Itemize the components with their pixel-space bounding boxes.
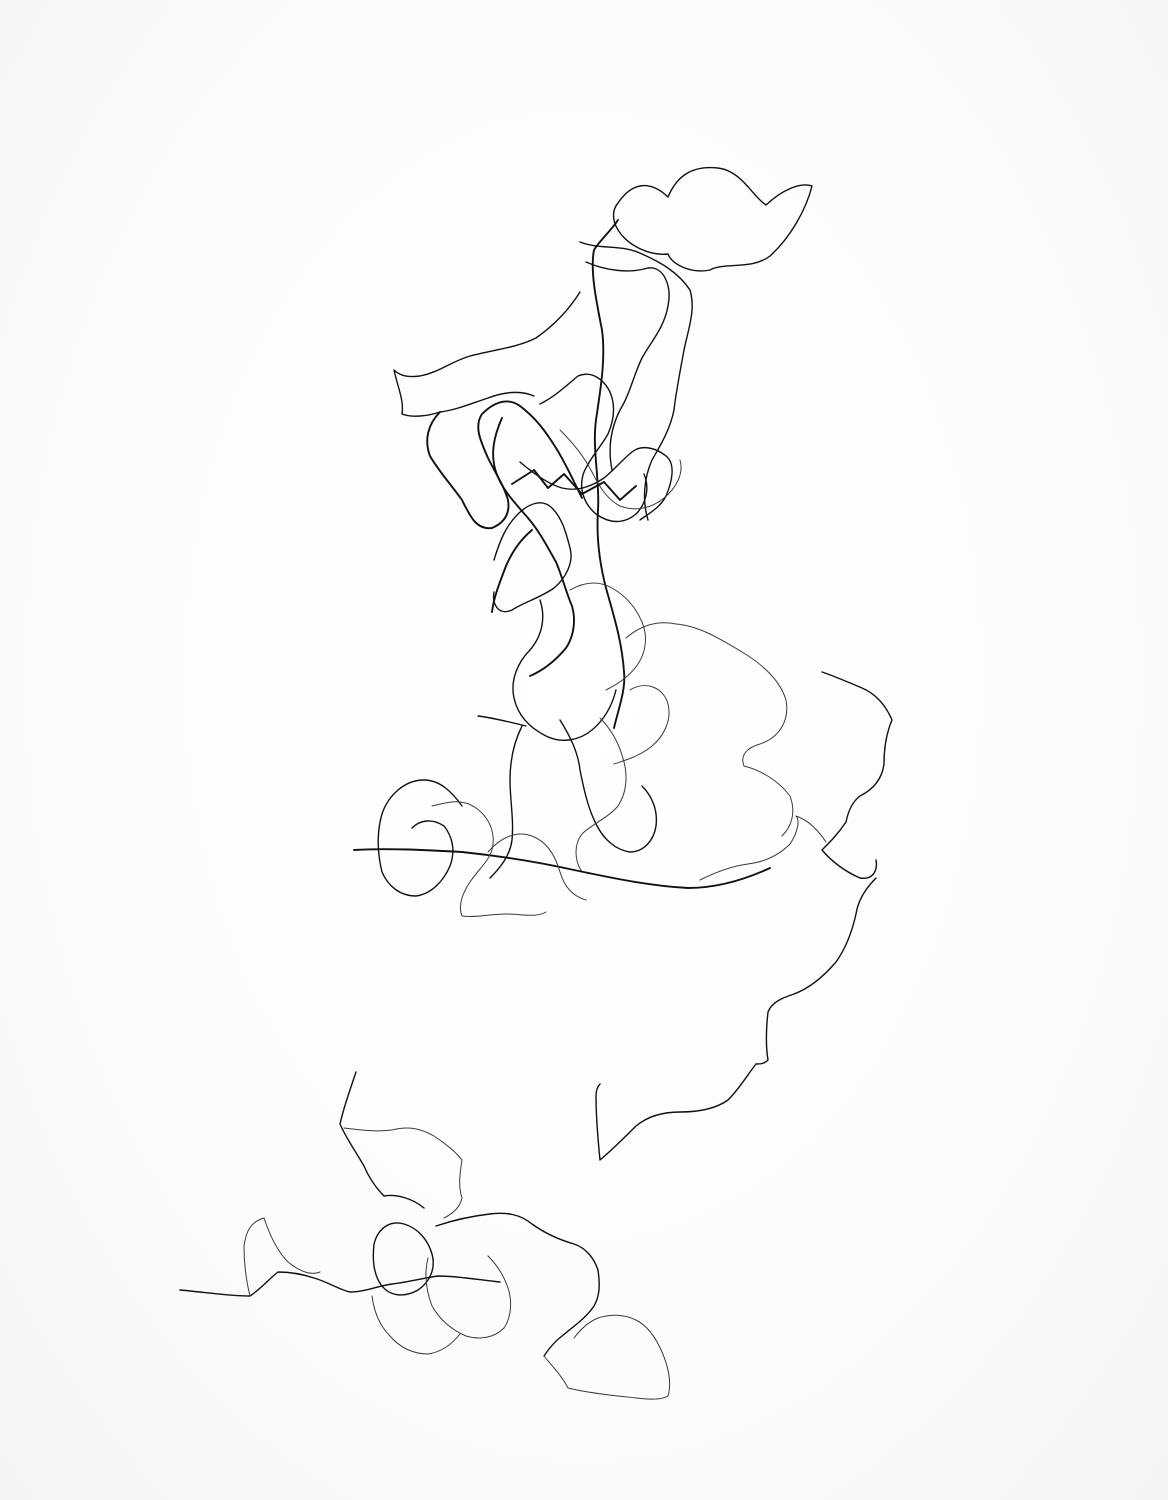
- right-tail-curve-2: [755, 877, 877, 1065]
- left-arm-stroke: [477, 715, 527, 879]
- left-loop-3: [487, 833, 587, 901]
- bottom-left-loop-2: [179, 1271, 501, 1297]
- torso-tangle-2: [492, 417, 575, 677]
- neck-strands-3: [585, 261, 670, 471]
- bottom-left-spike: [339, 1071, 425, 1209]
- torso-tangle-6: [559, 429, 682, 510]
- right-tail-curve: [821, 671, 893, 879]
- right-tail-curve-3: [595, 1063, 757, 1161]
- top-cloud-shape: [612, 166, 813, 272]
- hip-bulge-right: [625, 622, 794, 837]
- bottom-foot-shape: [543, 1314, 671, 1400]
- torso-tangle-7: [512, 599, 617, 741]
- torso-tangle-5: [492, 502, 572, 613]
- torso-tangle-1: [426, 400, 583, 529]
- bottom-tangle-c: [425, 1255, 512, 1339]
- hip-bulge-left: [613, 685, 670, 765]
- torso-zigzag: [491, 469, 637, 613]
- bottom-tangle-b: [435, 1212, 600, 1357]
- lower-torso-lines: [559, 719, 658, 853]
- torso-tangle-8: [569, 582, 646, 691]
- bottom-left-loop-3: [243, 1217, 321, 1297]
- bottom-left-loop-1: [343, 1127, 463, 1219]
- left-loop: [377, 779, 463, 897]
- torso-tangle-3: [539, 373, 648, 523]
- horizontal-baseline: [353, 848, 771, 889]
- left-loop-2: [431, 801, 547, 918]
- neck-strands-2: [579, 241, 693, 521]
- left-wing-shape: [393, 291, 581, 417]
- lower-torso-lines-2: [575, 717, 627, 873]
- bottom-tangle-a: [372, 1222, 434, 1296]
- right-side-loop: [699, 815, 827, 881]
- bottom-tangle-d: [371, 1295, 461, 1355]
